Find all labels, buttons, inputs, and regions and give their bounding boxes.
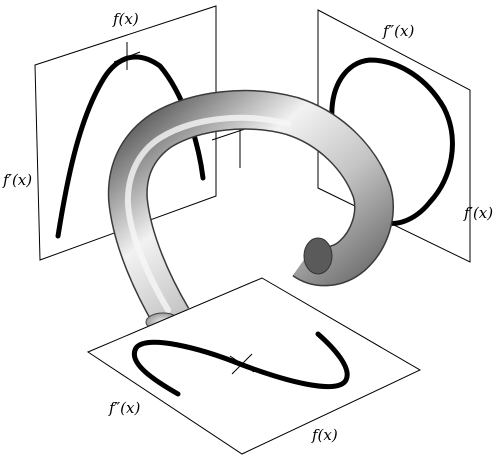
tube-highlight [124, 114, 291, 313]
left-plane-outline [34, 5, 217, 261]
left-plane-crosshair [113, 42, 141, 70]
space-curve-tube [107, 89, 394, 332]
bottom-plane: f″(x) f(x) [86, 277, 422, 455]
bottom-plane-curve [131, 331, 350, 397]
bottom-plane-left-label: f″(x) [108, 399, 140, 417]
bottom-plane-outline [86, 277, 422, 455]
right-plane-side-label: f′(x) [463, 204, 493, 222]
right-plane-top-label: f″(x) [382, 22, 414, 40]
bottom-plane-right-label: f(x) [311, 426, 338, 444]
tube-end-cap-right [303, 237, 333, 275]
left-plane-top-label: f(x) [112, 10, 139, 28]
bottom-plane-crosshair [229, 353, 255, 375]
left-plane-side-label: f′(x) [2, 171, 32, 189]
